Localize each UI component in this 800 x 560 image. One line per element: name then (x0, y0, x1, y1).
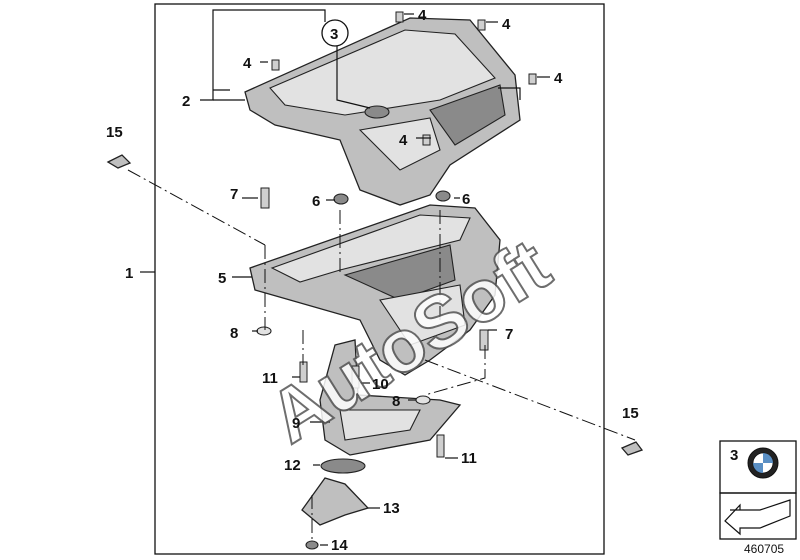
callout-9: 9 (292, 415, 300, 432)
callout-11a: 11 (262, 370, 278, 387)
callout-8b: 8 (392, 393, 400, 410)
callout-5: 5 (218, 270, 226, 287)
inset-brand-number: 3 (730, 447, 738, 464)
leader-lines (140, 9, 550, 546)
callout-3: 3 (330, 26, 338, 43)
callout-4a: 4 (418, 7, 427, 24)
base-carrier (249, 204, 501, 376)
brand-roundel-icon (747, 447, 779, 479)
callout-15a: 15 (106, 124, 123, 141)
callout-4b: 4 (502, 16, 511, 33)
callout-6a: 6 (312, 193, 320, 210)
alignment-lines (127, 169, 636, 540)
arrow-icon (724, 499, 791, 536)
callout-11b: 11 (461, 450, 477, 467)
diagram-number: 460705 (744, 542, 784, 556)
callout-10: 10 (372, 376, 389, 393)
callout-8a: 8 (230, 325, 238, 342)
callout-4d: 4 (554, 70, 563, 87)
callout-3-circle (321, 19, 349, 47)
inset-panel: 3 460705 (719, 440, 797, 556)
callout-4c: 4 (243, 55, 252, 72)
clip-15-right (620, 441, 644, 456)
callout-14: 14 (331, 537, 348, 554)
callout-1: 1 (125, 265, 133, 282)
callout-13: 13 (383, 500, 400, 517)
callout-12: 12 (284, 457, 301, 474)
callout-15b: 15 (622, 405, 639, 422)
fasteners (256, 11, 537, 550)
callout-6b: 6 (462, 191, 470, 208)
assembly-frame (154, 3, 605, 555)
callout-4e: 4 (399, 132, 408, 149)
callout-2: 2 (182, 93, 190, 110)
plate-12 (320, 458, 366, 474)
callout-7a: 7 (230, 186, 238, 203)
top-rack (244, 17, 521, 206)
callout-7b: 7 (505, 326, 513, 343)
clip-15-left (106, 154, 132, 169)
